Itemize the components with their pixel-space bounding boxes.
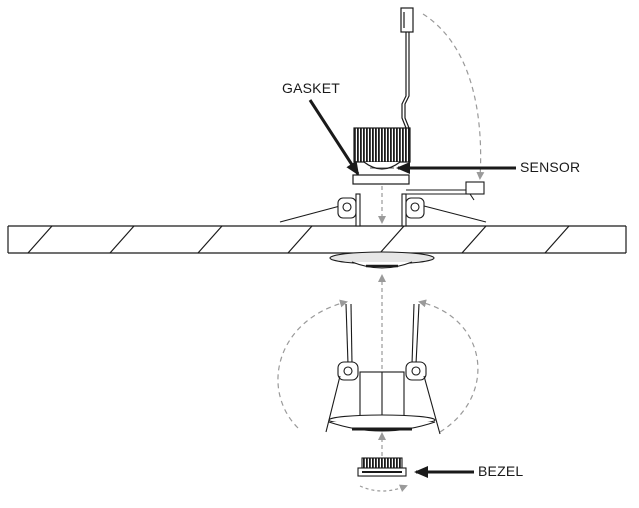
ceiling-panel (7, 225, 627, 254)
gasket-leader-arrow (308, 99, 360, 176)
mounting-clip-right-top (401, 193, 487, 227)
connector-move-arrow (422, 13, 485, 180)
left-spring-rotate-arrow (277, 299, 348, 429)
right-spring-rotate-arrow (418, 299, 479, 433)
sensor-housing (328, 371, 436, 432)
sensor-disc (352, 174, 410, 185)
bezel-twist-arrow (359, 484, 408, 492)
sensor-heatsink (353, 127, 411, 170)
bezel-label: BEZEL (478, 463, 523, 479)
gasket-label: GASKET (282, 80, 340, 96)
spring-clip-right (405, 303, 441, 435)
sensor-label: SENSOR (520, 159, 580, 175)
ceiling-bezel-installed (329, 251, 435, 269)
mounting-clip-left-top (279, 193, 361, 227)
bezel-part (357, 457, 407, 477)
junction-cable (406, 181, 485, 201)
cable-connector (400, 7, 414, 129)
spring-clip-left (325, 303, 359, 433)
